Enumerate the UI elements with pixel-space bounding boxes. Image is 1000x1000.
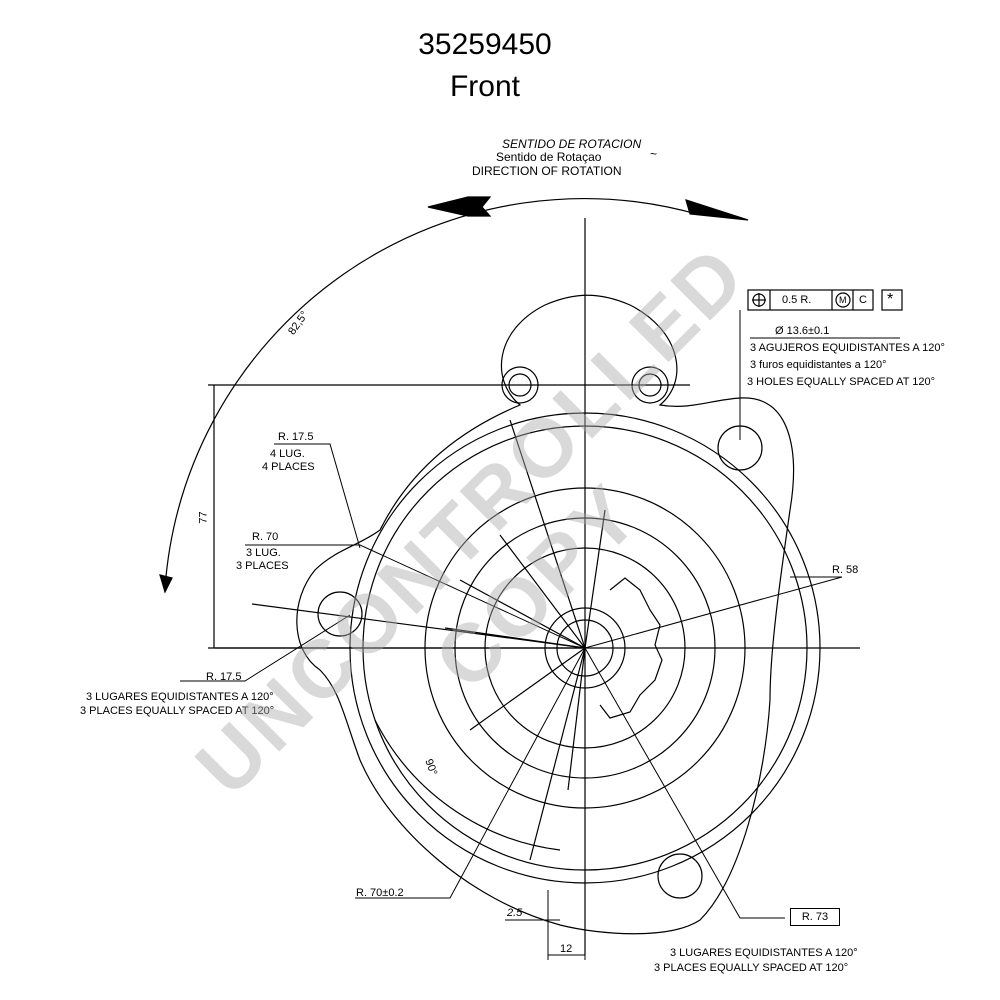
holes-note-es: 3 AGUJEROS EQUIDISTANTES A 120° <box>750 342 945 354</box>
rotation-label-es: SENTIDO DE ROTACION <box>502 137 642 151</box>
bottom-left-note-en: 3 PLACES EQUALLY SPACED AT 120° <box>80 705 275 717</box>
leader-lines <box>180 310 900 960</box>
top-lug-hole-left-inner <box>508 373 532 397</box>
bottom-right-note-es: 3 LUGARES EQUIDISTANTES A 120° <box>670 947 858 959</box>
r73-box: R. 73 <box>790 908 840 926</box>
dim-12-label: 12 <box>560 943 573 955</box>
pilot-ring-inner <box>454 517 716 779</box>
top-lug-hole-left <box>501 366 539 404</box>
hub-ring <box>544 607 626 689</box>
hub-ring-inner <box>556 619 614 677</box>
bottom-right-note-en: 3 PLACES EQUALLY SPACED AT 120° <box>654 962 849 974</box>
places3-label: 3 PLACES <box>236 560 289 572</box>
rotation-tilde: ~ <box>650 147 658 161</box>
housing-outline <box>296 294 795 935</box>
holes-note-pt: 3 furos equidistantes a 120° <box>750 359 887 371</box>
mount-hole-bottom <box>657 853 703 899</box>
top-lug-hole-right <box>631 366 669 404</box>
tolerance-value: 0.5 R. <box>782 294 812 306</box>
pilot-ring <box>424 487 746 809</box>
mount-hole-left <box>317 591 363 637</box>
tolerance-frame-graphic <box>747 289 903 311</box>
lug4-label: 4 LUG. <box>270 448 305 460</box>
flange-ring-inner <box>362 425 808 871</box>
angle-90-arc <box>374 719 561 851</box>
r70-tol-label: R. 70±0.2 <box>356 887 404 899</box>
tolerance-flag: * <box>887 291 894 308</box>
r73-label: R. 73 <box>801 911 829 923</box>
lug3-label: 3 LUG. <box>246 547 281 559</box>
rotation-arrow-head <box>685 199 749 221</box>
bottom-left-note-es: 3 LUGARES EQUIDISTANTES A 120° <box>86 691 274 703</box>
tolerance-datum: C <box>859 294 867 306</box>
r70-label: R. 70 <box>252 531 279 543</box>
rotation-label-pt: Sentido de Rotaçao <box>496 150 602 164</box>
angle-arrow-head <box>159 574 173 594</box>
pinion-gear <box>599 577 663 719</box>
rotation-feather-arrow <box>427 196 492 217</box>
places4-label: 4 PLACES <box>262 461 315 473</box>
radial-ribs <box>444 419 606 861</box>
r58-label: R. 58 <box>832 564 859 576</box>
r17-5-bottom-label: R. 17.5 <box>206 671 242 683</box>
part-number: 35259450 <box>418 28 552 61</box>
holes-diameter: Ø 13.6±0.1 <box>775 325 830 337</box>
rotation-arc <box>164 198 701 589</box>
dim-2-5-label: 2.5 <box>507 907 523 919</box>
rotation-label-en: DIRECTION OF ROTATION <box>472 164 622 178</box>
dim-77-label: 77 <box>197 511 210 524</box>
flange-ring <box>349 412 821 884</box>
view-title: Front <box>449 70 521 103</box>
top-lug-hole-right-inner <box>638 373 662 397</box>
holes-note-en: 3 HOLES EQUALLY SPACED AT 120° <box>747 376 936 388</box>
tolerance-modifier: M <box>839 295 847 305</box>
pilot-ring-small <box>484 547 686 749</box>
r17-5-top-label: R. 17.5 <box>278 431 314 443</box>
